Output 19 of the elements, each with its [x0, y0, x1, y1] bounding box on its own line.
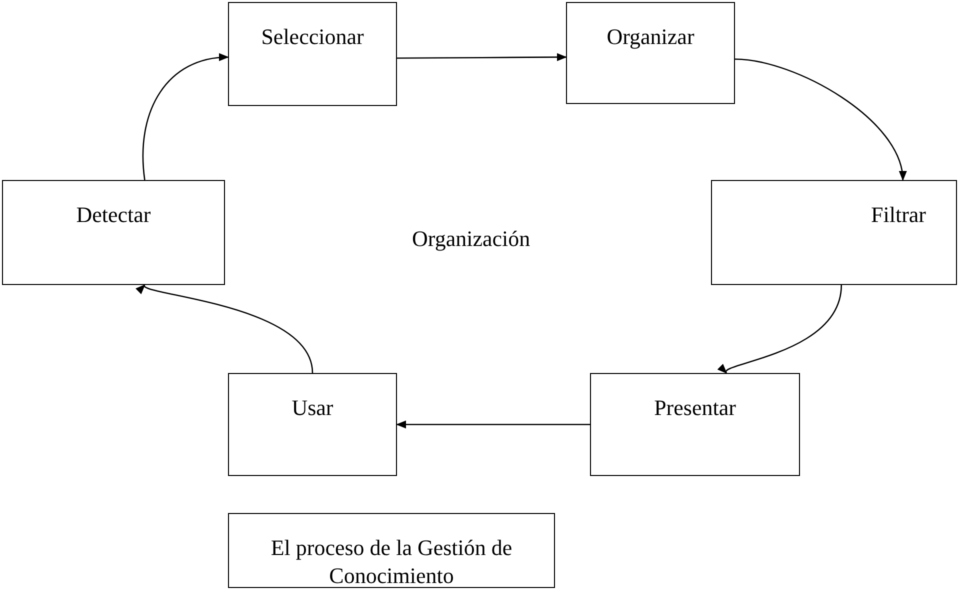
- process-box: [711, 180, 957, 285]
- process-box: [228, 2, 397, 106]
- process-box: [228, 513, 555, 588]
- box-label: Filtrar: [871, 201, 926, 228]
- process-box: [2, 180, 225, 285]
- center-label: Organización: [412, 225, 530, 253]
- process-box: [228, 373, 397, 476]
- box-label: Organizar: [606, 23, 694, 50]
- box-label: Presentar: [654, 394, 736, 422]
- arrow: [142, 54, 229, 180]
- process-box: [566, 2, 735, 104]
- arrow: [396, 420, 590, 428]
- arrow: [397, 53, 567, 62]
- process-box: [590, 373, 800, 476]
- box-label: Usar: [292, 394, 334, 422]
- box-label: Detectar: [76, 201, 151, 228]
- arrow: [734, 58, 906, 181]
- box-label: El proceso de la Gestión de Conocimiento: [270, 534, 514, 589]
- box-label: Seleccionar: [261, 23, 364, 50]
